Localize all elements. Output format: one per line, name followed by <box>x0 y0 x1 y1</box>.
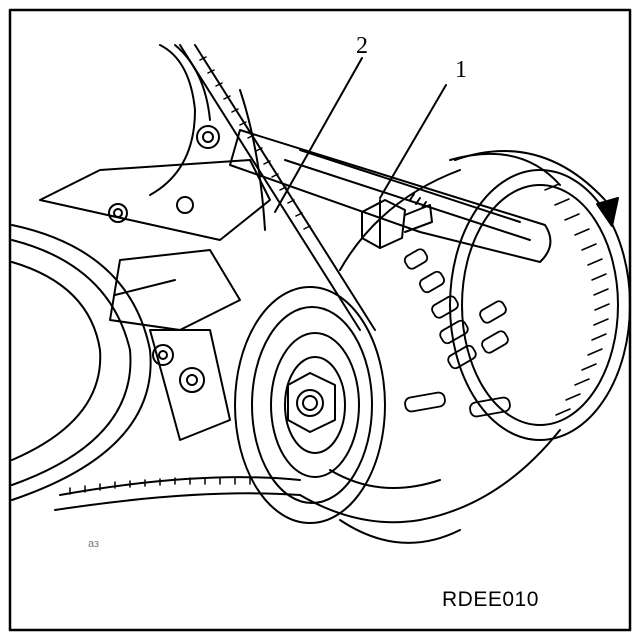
alternator-pulley <box>234 286 386 524</box>
figure-code: RDEE010 <box>442 588 539 611</box>
callout-label-1: 1 <box>455 57 467 83</box>
leader-2 <box>274 57 363 213</box>
cooling-slots <box>403 248 511 418</box>
figure-border <box>8 8 632 632</box>
bracket-bolts <box>108 125 220 393</box>
adjusting-strap <box>229 129 552 263</box>
pulley-nut <box>287 372 336 433</box>
alternator-body <box>299 152 631 544</box>
fan-fins <box>544 183 610 416</box>
upper-pulley <box>149 44 211 196</box>
rotation-arrow <box>454 150 619 227</box>
belt-teeth <box>69 56 311 495</box>
callout-leaders <box>274 57 447 213</box>
leader-1 <box>379 84 447 199</box>
adjusting-bolt <box>361 193 433 249</box>
callout-label-2: 2 <box>356 33 368 59</box>
corner-mark: аз <box>88 538 100 550</box>
crank-pulley <box>11 224 152 501</box>
mounting-bracket <box>39 159 271 441</box>
drive-belt <box>54 44 376 511</box>
